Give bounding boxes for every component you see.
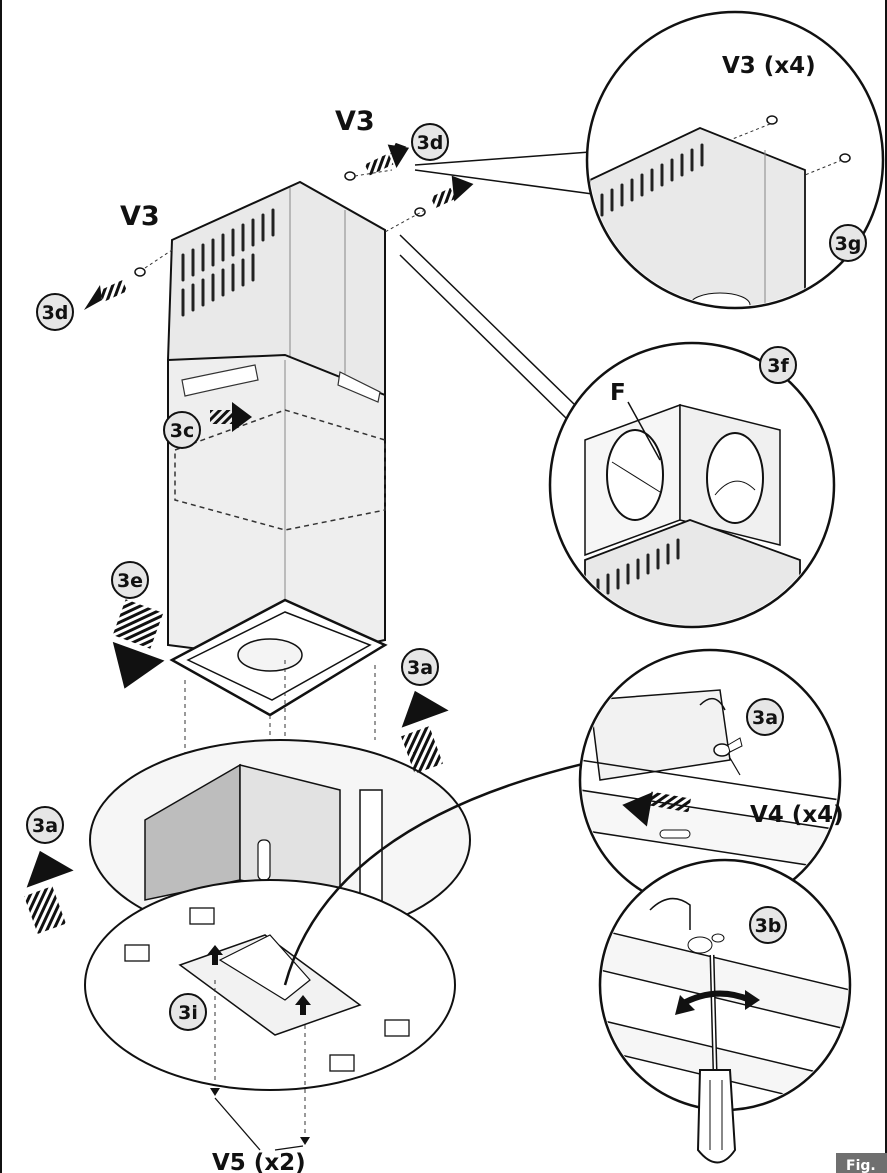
figure-tab: Fig. xyxy=(836,1153,887,1173)
label-v3-top: V3 xyxy=(335,106,375,137)
svg-text:Fig.: Fig. xyxy=(846,1158,876,1173)
svg-text:3g: 3g xyxy=(835,233,862,255)
step-badge-3f: 3f xyxy=(759,346,797,384)
v5-screw-icon xyxy=(210,1088,310,1151)
detail-connector xyxy=(283,758,601,986)
chimney-upper xyxy=(166,180,386,430)
step-badge-3i: 3i xyxy=(169,993,207,1031)
v4-screw-icon xyxy=(713,737,743,757)
step-badge-3a-mid: 3a xyxy=(401,648,439,686)
step-badge-3b: 3b xyxy=(749,906,787,944)
svg-text:3c: 3c xyxy=(170,420,194,442)
chimney-lower xyxy=(167,353,388,717)
screwdriver-icon xyxy=(696,954,737,1164)
step-badge-3d-top: 3d xyxy=(411,123,449,161)
v5-guides xyxy=(214,980,306,1135)
step-badge-3a-right: 3a xyxy=(746,698,784,736)
detail-3g xyxy=(414,10,885,310)
label-v5-x2: V5 (x2) xyxy=(212,1150,306,1173)
svg-text:3a: 3a xyxy=(407,657,433,679)
svg-text:3i: 3i xyxy=(178,1002,198,1024)
detail-3b xyxy=(598,858,852,1164)
svg-text:3b: 3b xyxy=(755,915,782,937)
ceiling-plate xyxy=(84,879,456,1091)
svg-text:3d: 3d xyxy=(42,302,69,324)
svg-text:3a: 3a xyxy=(752,707,778,729)
step-badge-3e: 3e xyxy=(111,561,149,599)
label-v4-x4: V4 (x4) xyxy=(750,802,844,828)
step-badge-3d-left: 3d xyxy=(36,293,74,331)
detail-3f xyxy=(399,234,836,629)
svg-text:3d: 3d xyxy=(417,132,444,154)
svg-text:3e: 3e xyxy=(117,570,143,592)
step-badge-3g: 3g xyxy=(829,224,867,262)
step-badge-3a-left: 3a xyxy=(26,806,64,844)
step-badge-3c: 3c xyxy=(163,411,201,449)
svg-text:3a: 3a xyxy=(32,815,58,837)
svg-text:3f: 3f xyxy=(767,355,789,377)
label-v3-left: V3 xyxy=(120,201,160,232)
label-f: F xyxy=(610,380,626,406)
label-v3-x4: V3 (x4) xyxy=(722,53,816,79)
